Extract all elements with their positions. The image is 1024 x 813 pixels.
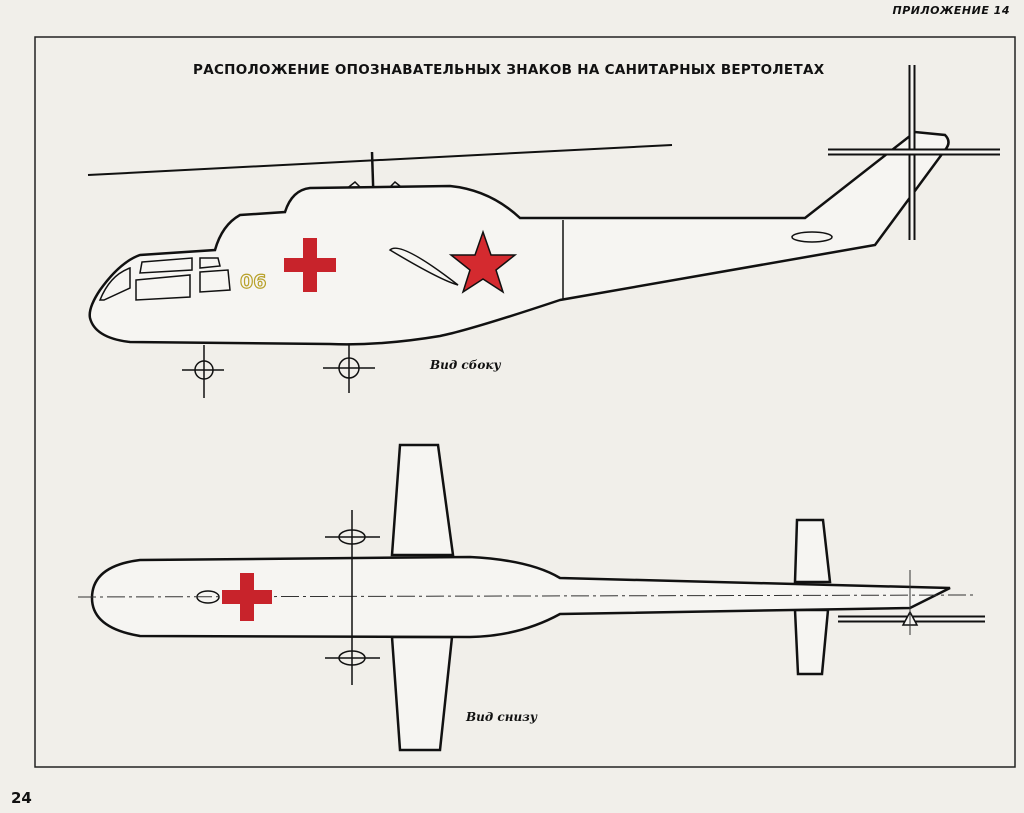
tail-number: 06: [240, 271, 266, 293]
appendix-label: ПРИЛОЖЕНИЕ 14: [892, 4, 1010, 17]
main-rotor: [87, 144, 673, 176]
page-title: РАСПОЛОЖЕНИЕ ОПОЗНАВАТЕЛЬНЫХ ЗНАКОВ НА С…: [193, 62, 825, 78]
side-view-helicopter: [87, 65, 1000, 346]
fuselage-bottom: [90, 555, 951, 639]
cockpit-windows: [98, 257, 231, 301]
bottom-view-helicopter: [90, 443, 985, 752]
frame-border: [34, 36, 1016, 768]
page-number: 24: [11, 789, 32, 807]
red-star: [448, 229, 518, 294]
side-view-label: Вид сбоку: [430, 358, 501, 372]
upper-wing: [390, 443, 455, 557]
fuel-tank: [388, 247, 459, 286]
lower-wing: [390, 635, 454, 752]
bottom-view-label: Вид снизу: [466, 710, 538, 724]
side-wheels: [182, 345, 375, 398]
red-cross-side: [284, 238, 336, 292]
bottom-wheels: [325, 510, 380, 685]
red-cross-bottom: [222, 573, 272, 621]
